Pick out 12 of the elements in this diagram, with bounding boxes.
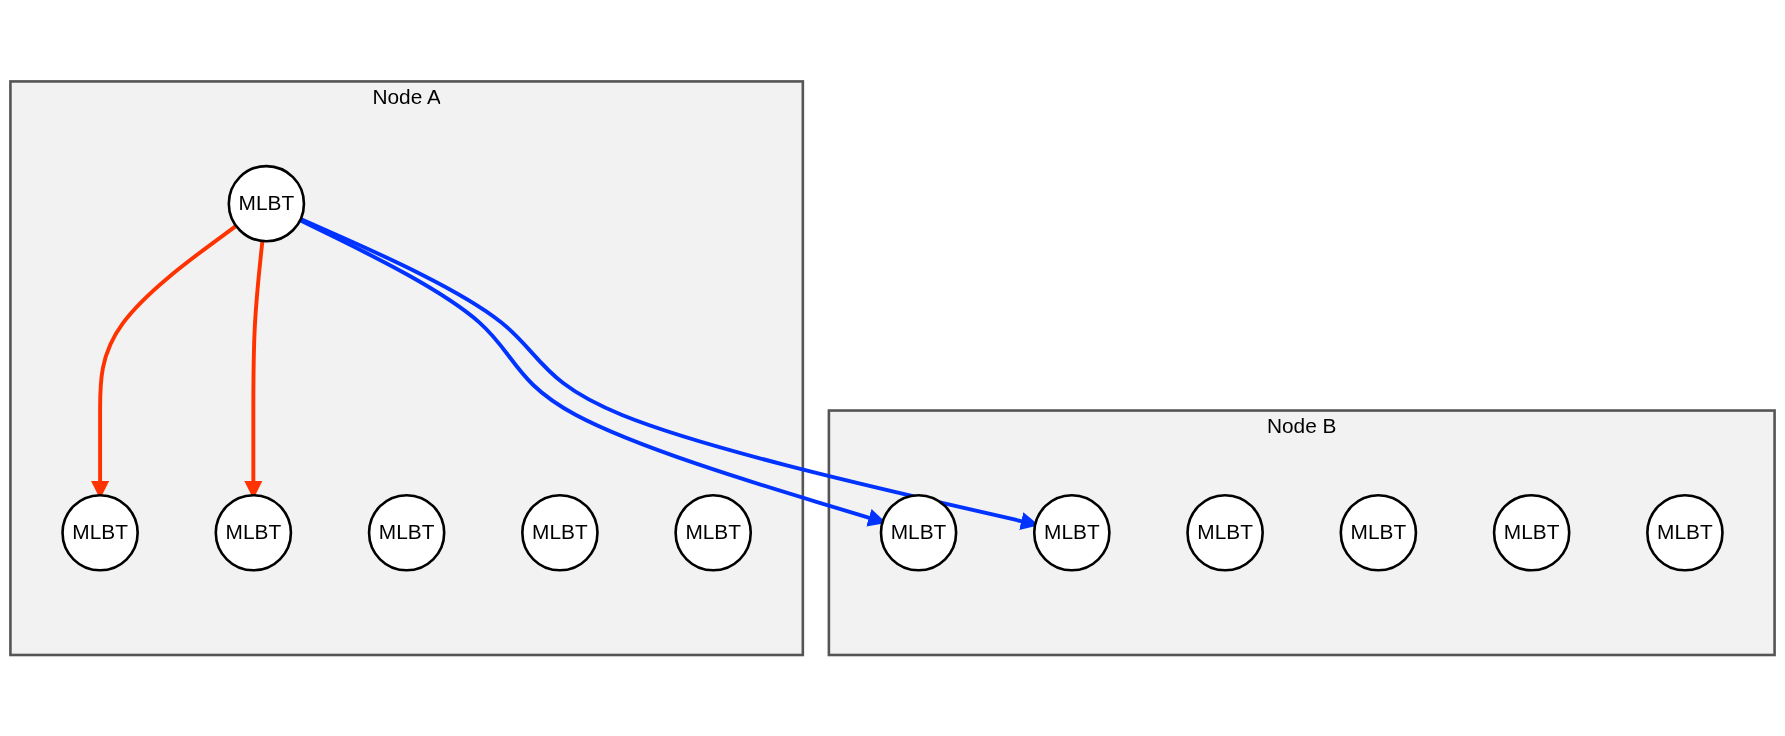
node-circle: MLBT [227,164,306,243]
node-circle: MLBT [214,493,293,572]
node-circle: MLBT [1646,493,1724,572]
node-circle: MLBT [1339,493,1418,572]
node-circle: MLBT [61,493,139,572]
node-circle: MLBT [1186,493,1264,572]
node-circle: MLBT [521,493,599,572]
node-circle: MLBT [674,493,753,572]
node-circle: MLBT [367,493,446,572]
node-circle: MLBT [1492,493,1571,572]
node-circle: MLBT [879,493,958,572]
node-circle: MLBT [1032,493,1111,572]
